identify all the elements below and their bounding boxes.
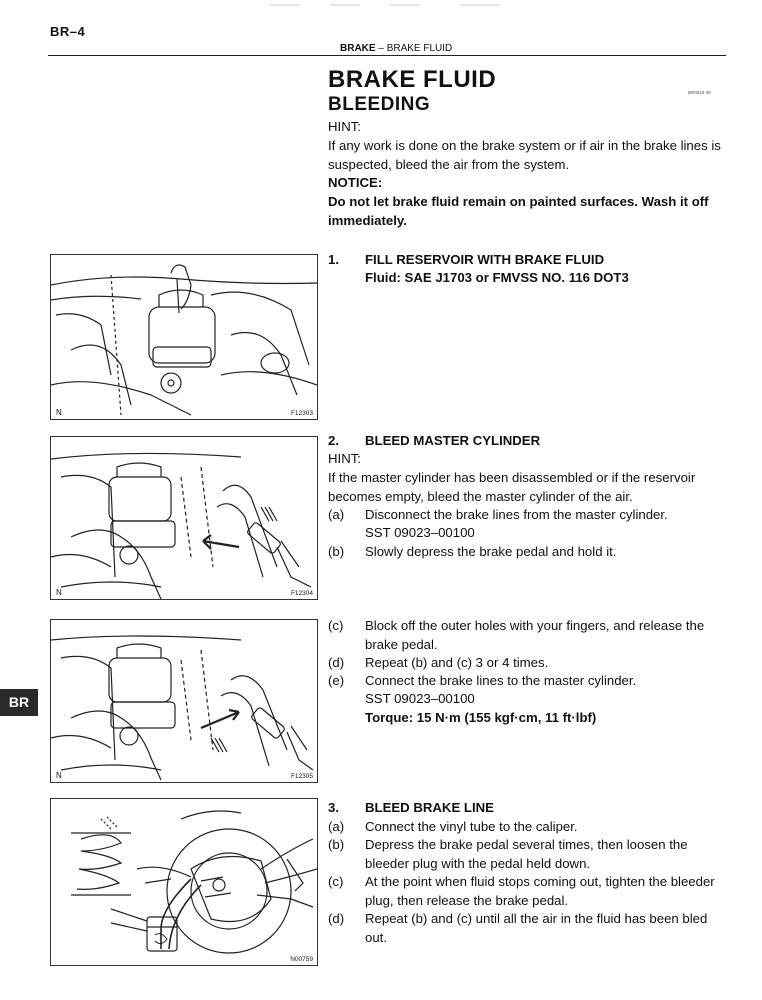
document-reference: BR0623-38: [688, 90, 711, 95]
step2-a-letter: (a): [328, 507, 345, 522]
step2-c-letter: (c): [328, 618, 344, 633]
step3-a-letter: (a): [328, 819, 345, 834]
step2-hint-label: HINT:: [328, 451, 361, 466]
step3-c-letter: (c): [328, 874, 344, 889]
step3-a-text: Connect the vinyl tube to the caliper.: [365, 819, 578, 834]
notice-label: NOTICE:: [328, 175, 383, 190]
section-side-tab: BR: [0, 689, 38, 716]
step1-fluid: Fluid: SAE J1703 or FMVSS NO. 116 DOT3: [365, 270, 629, 285]
figure-fill-reservoir: N F12303: [50, 254, 318, 420]
step2-a-sst: SST 09023–00100: [365, 525, 475, 540]
figure-fill-reservoir-drawing: [51, 264, 317, 416]
page-title: BRAKE FLUID: [328, 66, 497, 93]
page-subtitle: BLEEDING: [328, 94, 431, 115]
step3-b-text: Depress the brake pedal several times, t…: [365, 837, 688, 871]
figure-bleed-brake-line-drawing: [71, 810, 317, 954]
figure-master-cylinder-release: N F12305: [50, 619, 318, 783]
notice-text: Do not let brake fluid remain on painted…: [328, 194, 709, 228]
figure-bleed-brake-line: N00759: [50, 798, 318, 966]
step2-b-letter: (b): [328, 544, 345, 559]
step2-c-text: Block off the outer holes with your fing…: [365, 618, 705, 652]
step3-d-letter: (d): [328, 911, 345, 926]
subsection-name: BRAKE FLUID: [386, 43, 453, 54]
figure2-code: F12304: [290, 590, 313, 597]
step2-d-text: Repeat (b) and (c) 3 or 4 times.: [365, 655, 549, 670]
step2-a-text: Disconnect the brake lines from the mast…: [365, 507, 668, 522]
step3-b-letter: (b): [328, 837, 345, 852]
section-dash: –: [375, 43, 387, 54]
figure4-code: N00759: [290, 956, 313, 963]
step3-number: 3.: [328, 800, 339, 815]
step3-d-text: Repeat (b) and (c) until all the air in …: [365, 911, 708, 945]
torque-spec: Torque: 15 N·m (155 kgf·cm, 11 ft·lbf): [365, 710, 597, 725]
section-header: BRAKE – BRAKE FLUID: [340, 43, 452, 54]
step2-number: 2.: [328, 433, 339, 448]
step2-b-text: Slowly depress the brake pedal and hold …: [365, 544, 617, 559]
figure-master-cylinder-depress: N F12304: [50, 436, 318, 600]
intro-hint-text: If any work is done on the brake system …: [328, 138, 721, 172]
step1-title: FILL RESERVOIR WITH BRAKE FLUID: [365, 252, 605, 267]
section-name: BRAKE: [340, 43, 376, 54]
step2-e-sst: SST 09023–00100: [365, 691, 475, 706]
step2-hint-text: If the master cylinder has been disassem…: [328, 470, 696, 504]
step3-title: BLEED BRAKE LINE: [365, 800, 494, 815]
step3-c-text: At the point when fluid stops coming out…: [365, 874, 715, 908]
figure3-n-mark: N: [56, 771, 62, 780]
figure3-code: F12305: [290, 773, 313, 780]
scan-marks: [270, 4, 500, 6]
header-rule: [48, 55, 726, 56]
step2-e-letter: (e): [328, 673, 345, 688]
step1-number: 1.: [328, 252, 339, 267]
page-number: BR–4: [50, 24, 86, 39]
intro-hint-label: HINT:: [328, 119, 361, 134]
figure-master-cylinder-release-drawing: [51, 635, 314, 781]
step2-title: BLEED MASTER CYLINDER: [365, 433, 541, 448]
figure2-n-mark: N: [56, 588, 62, 597]
figure1-n-mark: N: [56, 408, 62, 417]
figure-master-cylinder-depress-drawing: [51, 452, 312, 599]
step2-d-letter: (d): [328, 655, 345, 670]
step2-e-text: Connect the brake lines to the master cy…: [365, 673, 637, 688]
figure1-code: F12303: [290, 410, 313, 417]
